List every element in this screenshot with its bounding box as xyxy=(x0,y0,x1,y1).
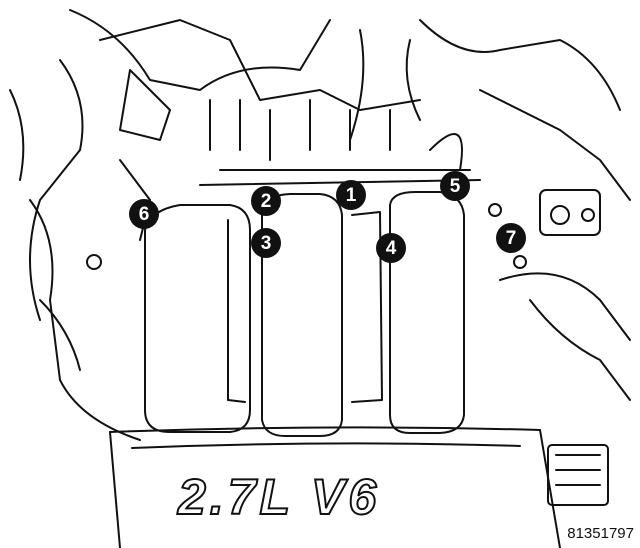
callout-6: 6 xyxy=(129,199,159,229)
callout-5: 5 xyxy=(440,171,470,201)
figure-number: 81351797 xyxy=(567,525,634,542)
engine-cover-label: 2.7L V6 xyxy=(177,468,381,526)
callout-4: 4 xyxy=(376,233,406,263)
callout-7: 7 xyxy=(496,223,526,253)
callout-2: 2 xyxy=(251,186,281,216)
callout-1: 1 xyxy=(336,180,366,210)
callout-3: 3 xyxy=(251,228,281,258)
